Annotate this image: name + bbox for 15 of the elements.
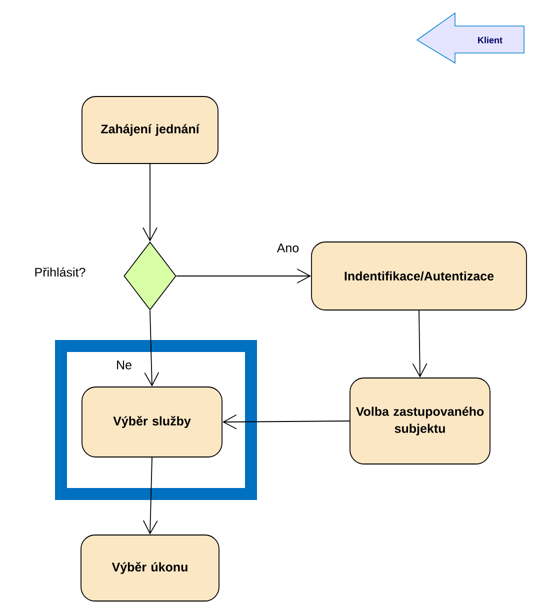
activity-box: Volba zastupovaného subjektu: [350, 378, 490, 464]
edge-label: Ano: [276, 242, 300, 254]
arrow: [144, 310, 160, 387]
arrow: [142, 457, 158, 535]
arrow: [412, 310, 428, 378]
activity-box: Indentifikace/Autentizace: [311, 242, 527, 310]
arrow: [176, 268, 312, 284]
highlight-frame: [55, 340, 257, 500]
activity-box: Výběr úkonu: [80, 534, 220, 602]
arrow: [222, 414, 350, 430]
arrow: [142, 164, 158, 242]
activity-box: Zahájení jednání: [82, 96, 218, 164]
node-caption: Přihlásit?: [35, 267, 86, 277]
edge-label: Ne: [115, 360, 133, 370]
activity-box: Výběr služby: [82, 386, 222, 458]
